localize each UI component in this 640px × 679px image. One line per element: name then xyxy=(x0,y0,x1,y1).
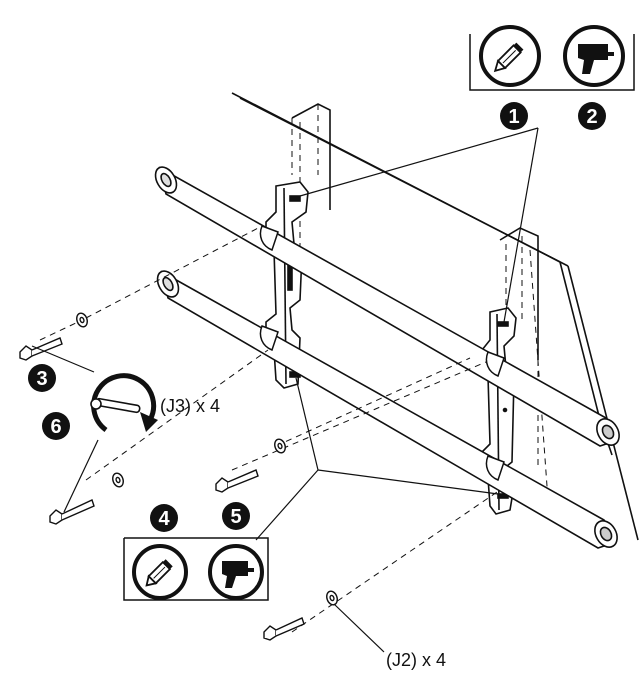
svg-text:6: 6 xyxy=(50,416,61,438)
top-tool-box xyxy=(469,34,635,91)
bottom-tool-box xyxy=(123,537,269,601)
washer-lower-left xyxy=(112,472,124,488)
drill-icon-bottom xyxy=(208,544,264,600)
step-badge-3: 3 xyxy=(28,364,56,392)
wall-panel xyxy=(231,92,639,541)
lag-bolt-lower-left xyxy=(49,499,95,525)
step-badge-5: 5 xyxy=(222,502,250,530)
pencil-icon xyxy=(479,25,541,87)
drill-icon xyxy=(563,25,625,87)
lag-bolt-upper-left xyxy=(19,337,63,361)
lag-bolt-middle xyxy=(215,469,259,493)
svg-text:5: 5 xyxy=(230,506,241,528)
washer-bottom xyxy=(326,590,338,606)
lag-bolt-bottom xyxy=(263,617,305,641)
svg-text:1: 1 xyxy=(508,106,519,128)
washer-middle xyxy=(274,438,286,454)
svg-text:3: 3 xyxy=(36,368,47,390)
step-badge-6: 6 xyxy=(42,412,70,440)
rail-clamps xyxy=(259,225,505,481)
socket-wrench-icon xyxy=(90,373,158,433)
step-badge-1: 1 xyxy=(500,102,528,130)
pencil-icon-bottom xyxy=(132,544,188,600)
svg-text:4: 4 xyxy=(158,508,170,530)
callout-leader-lines xyxy=(31,127,539,653)
svg-text:2: 2 xyxy=(586,106,597,128)
washer-upper-left xyxy=(76,312,88,328)
label-j2-quantity: (J2) x 4 xyxy=(386,650,446,670)
step-badge-4: 4 xyxy=(150,504,178,532)
step-badge-2: 2 xyxy=(578,102,606,130)
label-j3-quantity: (J3) x 4 xyxy=(160,396,220,416)
